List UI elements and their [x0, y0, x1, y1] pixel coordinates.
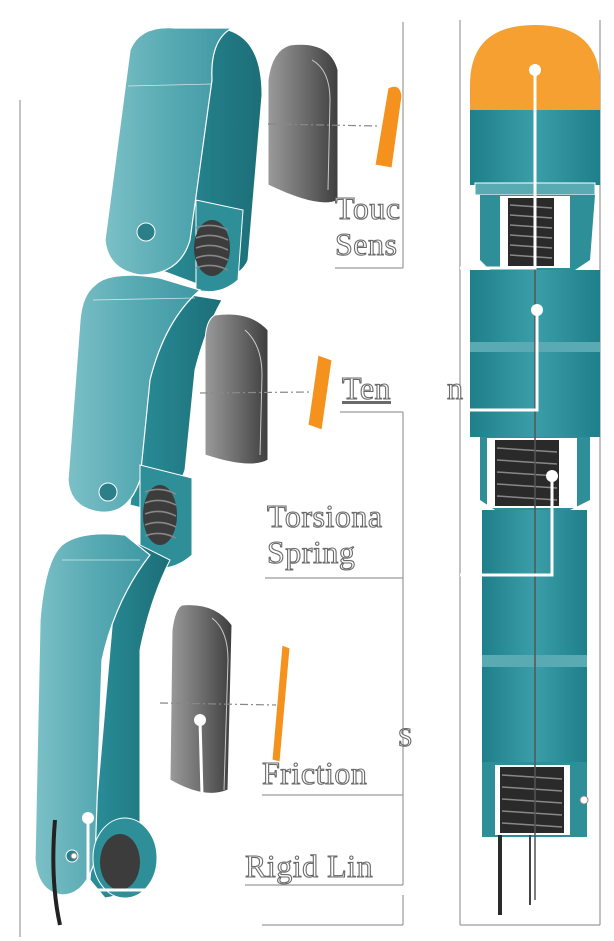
top-spring — [194, 199, 244, 293]
section-view — [459, 20, 601, 926]
torsional-spring-label-line2: Spring — [267, 533, 356, 570]
leader-lines — [159, 123, 379, 706]
touch-sensor-label-line2: Sens — [335, 225, 398, 262]
link-marker — [82, 812, 94, 824]
middle-link — [67, 274, 223, 513]
cap-marker — [529, 64, 541, 76]
friction-pad-label-line2: Friction — [262, 755, 368, 792]
torsional-spring-label-clip: Torsiona Spring — [267, 498, 403, 578]
section-pointers — [460, 70, 554, 577]
base-spring — [51, 817, 158, 926]
anchor-marker — [579, 795, 589, 805]
tendon-label-clip: Ten — [342, 368, 403, 412]
touch-sensor-label-clip: Touc Sens — [335, 190, 403, 270]
touch-sensor-label-line1: Touc — [335, 190, 401, 227]
friction-pads — [169, 43, 339, 794]
rigid-link-label: Rigid Lin — [245, 848, 374, 885]
tendon-label-tail: n — [446, 369, 464, 406]
tendon-label: Ten — [342, 369, 392, 406]
torsional-spring-label-line1: Torsiona — [267, 498, 383, 535]
pointer-lines — [86, 719, 262, 892]
friction-pad-label-clip: Friction — [262, 755, 403, 795]
rigid-link-label-clip: Rigid Lin — [245, 848, 403, 888]
tendon-marker — [531, 304, 543, 316]
spring-marker — [546, 470, 558, 482]
friction-pad-label-line1: S — [397, 722, 413, 752]
touch-sensors — [271, 85, 403, 763]
pad-marker — [194, 714, 206, 726]
pivot-marker — [70, 852, 78, 860]
